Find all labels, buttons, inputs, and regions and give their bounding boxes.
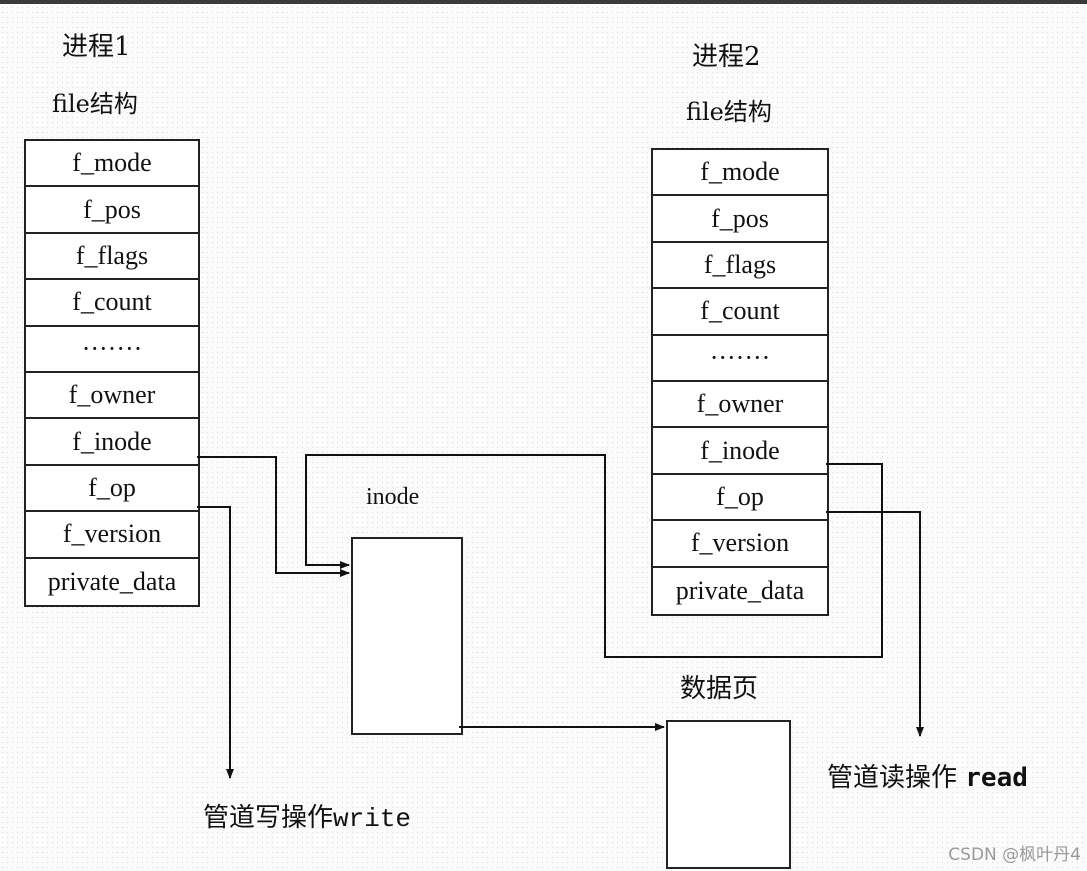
p2-inode-link: [305, 454, 883, 658]
p2-field-f-count: f_count: [653, 289, 827, 336]
p1-op-link: [197, 506, 234, 779]
p2-field-f-version: f_version: [653, 521, 827, 568]
data-page-box: [666, 720, 791, 869]
p2-field-f-mode: f_mode: [653, 150, 827, 197]
p1-field-ellipsis: ·······: [26, 327, 198, 373]
p1-field-f-version: f_version: [26, 512, 198, 559]
p1-field-f-count: f_count: [26, 280, 198, 327]
process2-struct-label: file结构: [686, 98, 772, 126]
p1-field-f-owner: f_owner: [26, 373, 198, 420]
p2-field-ellipsis: ·······: [653, 336, 827, 382]
p2-field-f-flags: f_flags: [653, 243, 827, 290]
p1-field-f-mode: f_mode: [26, 141, 198, 188]
process2-title: 进程2: [692, 42, 761, 72]
watermark: CSDN @枫叶丹4: [948, 845, 1081, 865]
p1-field-private-data: private_data: [47, 566, 177, 596]
process2-file-struct: f_mode f_pos f_flags f_count ······· f_o…: [651, 148, 829, 616]
p2-op-link: [826, 511, 924, 737]
inode-label: inode: [366, 484, 420, 510]
p2-field-private-data: private_data: [675, 575, 805, 605]
process1-file-struct: f_mode f_pos f_flags f_count ······· f_o…: [24, 139, 200, 607]
p2-field-f-pos: f_pos: [653, 196, 827, 243]
data-page-label: 数据页: [680, 674, 759, 704]
p2-field-f-owner: f_owner: [653, 382, 827, 429]
p1-field-f-inode: f_inode: [26, 419, 198, 466]
p1-inode-link: [197, 456, 350, 577]
process1-struct-label: file结构: [52, 90, 138, 118]
p1-field-f-op: f_op: [26, 466, 198, 513]
p1-field-f-flags: f_flags: [26, 234, 198, 281]
p2-field-f-inode: f_inode: [653, 428, 827, 475]
process1-title: 进程1: [62, 32, 131, 62]
p2-field-f-op: f_op: [653, 475, 827, 522]
read-op-label: 管道读操作 read: [827, 763, 1028, 793]
top-border: [0, 0, 1087, 4]
inode-box: [351, 537, 463, 735]
write-op-label: 管道写操作write: [203, 803, 412, 834]
p1-field-f-pos: f_pos: [26, 187, 198, 234]
